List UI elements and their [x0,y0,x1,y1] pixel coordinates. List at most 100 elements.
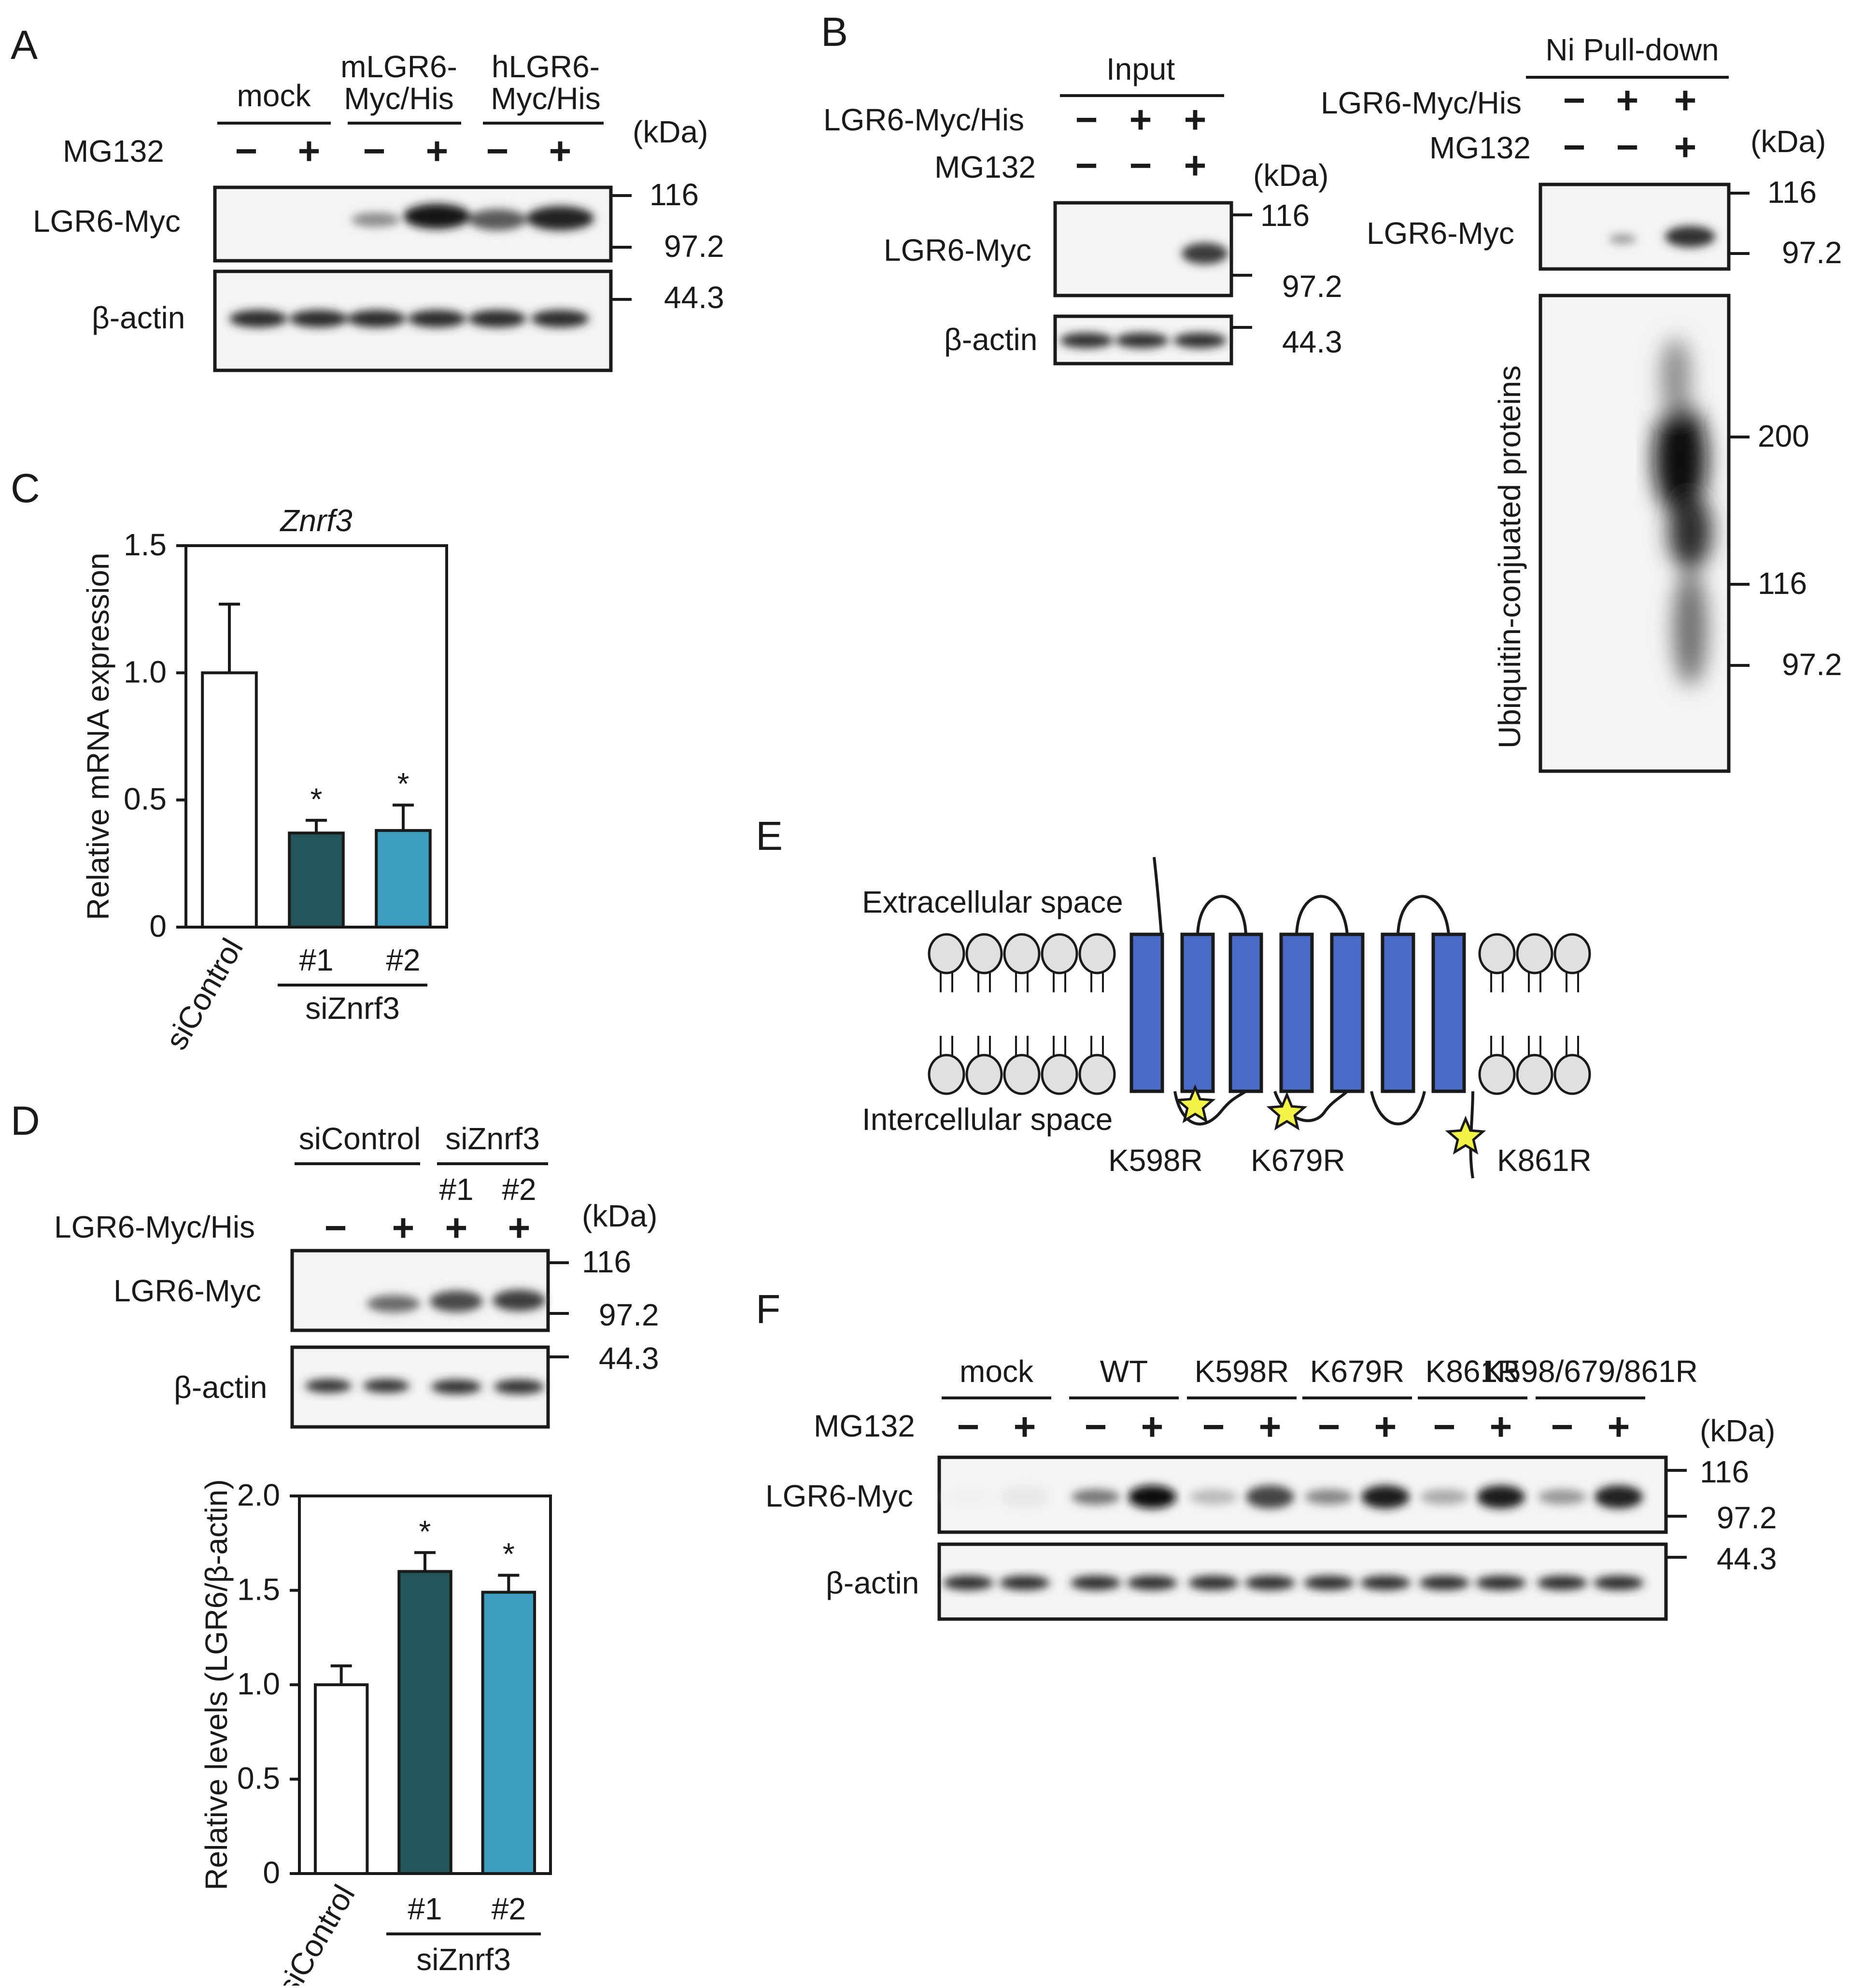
panel-d-sign: + [445,1206,468,1249]
band [290,310,348,327]
panel-f-marker-443: 44.3 [1717,1541,1777,1576]
panel-b-pulldown-title: Ni Pull-down [1545,32,1719,67]
y-tick-label: 0 [149,909,167,944]
y-tick-label: 1.0 [237,1666,280,1701]
panel-b-ub-smear [1654,338,1712,686]
panel-f-bands-lgr6 [944,1485,1643,1509]
lipid-head [1041,1054,1078,1095]
panel-f-sign: + [1014,1405,1036,1448]
panel-b-pd-bands-lgr6 [1609,226,1715,247]
panel-f-group-label: K598R [1195,1354,1289,1389]
bar [375,829,432,929]
panel-b-input-sign-row2: − [1075,144,1098,187]
panel-d: D siControl siZnrf3 #1 #2 (kDa) LGR6-Myc… [11,1098,659,1988]
panel-b-input-marker-972: 97.2 [1282,269,1342,304]
panel-a-sign: + [298,129,321,172]
panel-b: B Input Ni Pull-down LGR6-Myc/His MG132 … [821,9,1842,773]
transmembrane-helix [1330,932,1365,1093]
y-axis-label: Relative levels (LGR6/β-actin) [199,1479,234,1890]
band [1360,1576,1411,1590]
panel-a-row-lgr6: LGR6-Myc [33,204,181,239]
transmembrane-helix [1431,932,1466,1093]
panel-d-marker-116: 116 [582,1244,631,1279]
panel-b-input-sign-row2: + [1184,144,1207,187]
band [1188,1576,1239,1590]
panel-f-group-label: K598/679/861R [1483,1354,1698,1389]
band [431,1380,481,1394]
panel-a-group-hlgr6-line1: hLGR6- [492,49,600,84]
panel-a-group-hlgr6: hLGR6-Myc/His [491,49,601,116]
panel-b-input-row2-label: MG132 [934,150,1036,184]
membrane-diagram [928,933,1591,1095]
band [1305,1489,1353,1505]
band [1665,226,1715,247]
lipid-head [928,1054,965,1095]
transmembrane-helix [1228,932,1263,1093]
smear [1661,338,1690,415]
smear [1673,570,1707,686]
panel-b-signs: −−+−++−−+−++ [1075,79,1697,187]
panel-d-group-siznrf3: siZnrf3 [445,1121,540,1156]
bar [288,832,345,929]
panel-d-unit: (kDa) [582,1198,657,1233]
transmembrane-helix [1279,932,1314,1093]
panel-a-treatment: MG132 [63,134,164,169]
lipid-head [1078,1054,1116,1095]
panel-b-ub-marker-972: 97.2 [1782,647,1842,682]
bar [201,671,258,929]
y-tick-label: 1.5 [124,527,167,562]
y-tick-label: 0.5 [237,1761,280,1796]
panel-d-bands-lgr6 [367,1290,546,1312]
ubiquitination-star-icon [1266,1091,1308,1130]
panel-a-sign: − [363,129,386,172]
panel-b-letter: B [821,9,848,55]
bar [397,1570,452,1875]
x-tick-label: #1 [408,1891,442,1926]
x-tick-label: #2 [386,943,420,977]
transmembrane-helix [1180,932,1215,1093]
band [1001,1485,1049,1509]
panel-f-sign: + [1374,1405,1397,1448]
panel-b-pd-sign-row2: − [1616,126,1639,169]
panel-f-group-label: K861R [1425,1354,1520,1389]
panel-d-sign: + [392,1206,415,1249]
significance-star: * [310,782,323,817]
band [352,212,400,227]
y-tick-label: 2.0 [237,1478,280,1512]
band [1537,1576,1587,1590]
panel-b-input-row-actin: β-actin [944,322,1037,357]
panel-b-input-bands-actin [1060,333,1227,348]
lipid-head [1003,1054,1041,1095]
ubiquitination-star-icon [1445,1115,1486,1155]
y-tick-label: 0.5 [124,782,167,817]
lipid-head [1516,1054,1553,1095]
band [1128,1485,1176,1509]
lipid-head [1478,933,1516,974]
panel-f-unit: (kDa) [1700,1413,1775,1448]
panel-f-sign: − [957,1405,980,1448]
band [1538,1489,1586,1505]
smear [1668,493,1712,570]
panel-a-group-mock: mock [237,78,311,113]
panel-e-site-k861r: K861R [1497,1143,1592,1178]
panel-f-marker-972: 97.2 [1717,1500,1777,1535]
panel-d-sign: + [508,1206,531,1249]
panel-f-sign: + [1259,1405,1282,1448]
panel-d-row-label: LGR6-Myc/His [54,1210,255,1244]
significance-star: * [503,1537,515,1571]
panel-b-pd-sign-row1: + [1616,79,1639,122]
panel-d-sign: − [325,1206,347,1249]
panel-f-group-label: K679R [1310,1354,1405,1389]
x-tick-label: siControl [159,932,250,1056]
panel-b-pd-blot-lgr6 [1538,183,1731,271]
band [1245,1576,1295,1590]
significance-star: * [419,1514,431,1549]
panel-b-input-unit: (kDa) [1253,158,1328,193]
panel-f-bands-actin [943,1576,1644,1590]
band [1304,1576,1354,1590]
panel-b-pd-marker-116: 116 [1767,175,1817,210]
band [1127,1576,1177,1590]
lipid-head [1041,933,1078,974]
panel-b-pd-sign-row2: − [1563,126,1586,169]
panel-f-sign: − [1085,1405,1107,1448]
